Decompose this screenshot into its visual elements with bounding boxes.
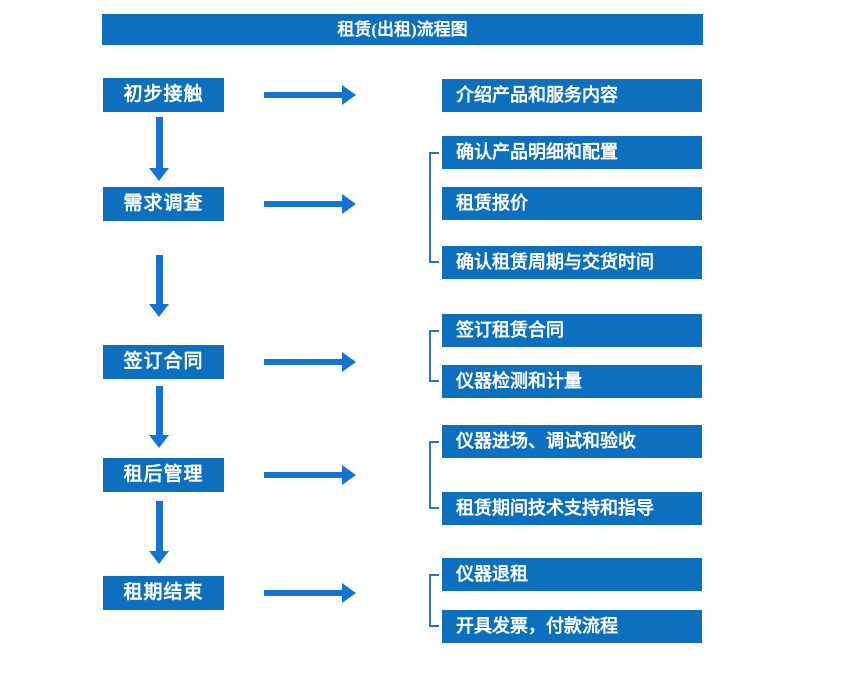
stage-box-post-rental-management: 租后管理 bbox=[103, 458, 224, 492]
arrow-right-icon bbox=[264, 85, 356, 105]
stage-box-rental-end: 租期结束 bbox=[103, 576, 224, 610]
arrow-down-icon bbox=[149, 255, 170, 317]
detail-box-sign-rental-contract: 签订租赁合同 bbox=[442, 314, 702, 347]
arrow-right-icon bbox=[264, 465, 356, 485]
group-bracket bbox=[429, 330, 439, 382]
detail-box-introduce-products: 介绍产品和服务内容 bbox=[442, 79, 702, 112]
stage-box-initial-contact: 初步接触 bbox=[103, 78, 224, 112]
detail-box-instrument-entry: 仪器进场、调试和验收 bbox=[442, 425, 702, 458]
detail-box-confirm-rental-period: 确认租赁周期与交货时间 bbox=[442, 246, 702, 279]
stage-box-demand-survey: 需求调查 bbox=[103, 187, 224, 221]
group-bracket bbox=[429, 152, 439, 263]
detail-box-instrument-return: 仪器退租 bbox=[442, 558, 702, 591]
flowchart-title: 租赁(出租)流程图 bbox=[102, 14, 703, 45]
detail-box-technical-support: 租赁期间技术支持和指导 bbox=[442, 492, 702, 525]
group-bracket bbox=[429, 441, 439, 509]
detail-box-instrument-testing: 仪器检测和计量 bbox=[442, 365, 702, 398]
arrow-right-icon bbox=[264, 352, 356, 372]
arrow-right-icon bbox=[264, 194, 356, 214]
arrow-down-icon bbox=[149, 386, 170, 448]
group-bracket bbox=[429, 574, 439, 627]
arrow-down-icon bbox=[149, 501, 170, 564]
arrow-down-icon bbox=[149, 117, 170, 181]
arrow-right-icon bbox=[264, 583, 356, 603]
detail-box-confirm-product-details: 确认产品明细和配置 bbox=[442, 136, 702, 169]
stage-box-sign-contract: 签订合同 bbox=[103, 345, 224, 379]
detail-box-invoice-payment: 开具发票，付款流程 bbox=[442, 610, 702, 643]
detail-box-rental-quote: 租赁报价 bbox=[442, 187, 702, 220]
